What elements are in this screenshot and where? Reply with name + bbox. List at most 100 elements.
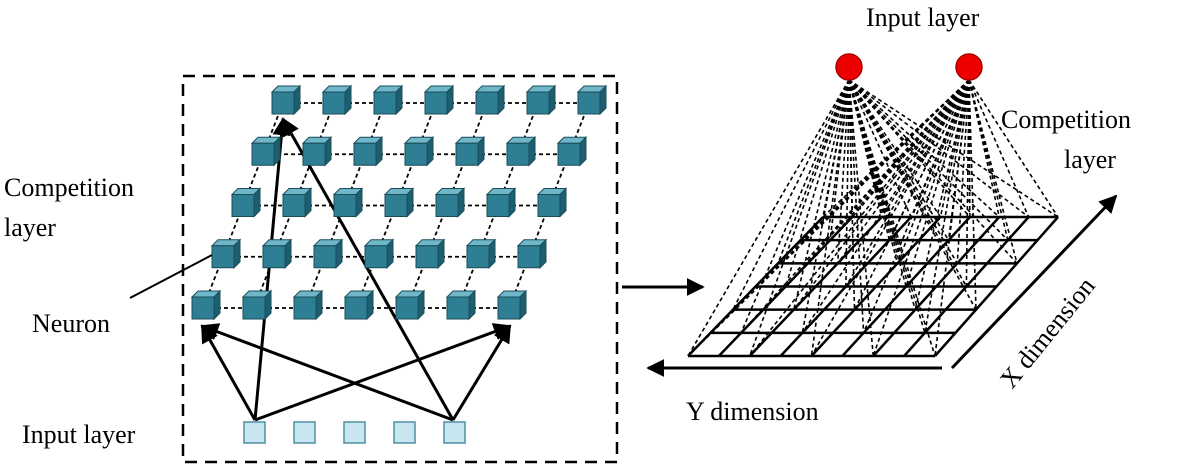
weight-link: [848, 79, 942, 218]
weight-link: [848, 79, 854, 218]
input-node: [443, 421, 466, 444]
neuron-cube: [190, 289, 222, 321]
x-dimension-arrow: [950, 194, 1118, 370]
neuron-cube: [485, 187, 517, 218]
neuron-cube: [474, 84, 506, 116]
input-node-red-2: [955, 53, 983, 81]
x-dimension-label: X dimension: [994, 272, 1101, 394]
input-arrow: [253, 117, 291, 421]
neuron-cube: [423, 84, 455, 116]
input-arrow: [451, 324, 512, 421]
dashed-connections: [687, 79, 1059, 357]
neuron-cube: [321, 84, 353, 116]
neuron-cube: [352, 136, 384, 167]
weight-link: [968, 79, 971, 218]
weight-link: [784, 79, 850, 287]
weight-link: [968, 79, 1018, 264]
input-layer-label-left: Input layer: [22, 420, 136, 449]
input-layer-label-right: Input layer: [866, 3, 980, 32]
weight-link: [934, 79, 970, 357]
weight-link: [801, 79, 850, 333]
neuron-cube: [372, 84, 404, 116]
neuron-cube: [230, 187, 262, 218]
weight-link: [848, 79, 1000, 218]
weight-link: [793, 79, 970, 311]
neuron-cube: [241, 289, 273, 321]
neuron-cube: [525, 84, 557, 116]
neuron-cube: [363, 238, 395, 269]
weight-link: [968, 79, 977, 310]
grid-col-line: [872, 216, 1001, 357]
grid-col-line: [810, 216, 942, 357]
weight-link: [968, 79, 1030, 218]
neuron-cube: [403, 136, 435, 167]
neuron-grid: [190, 84, 608, 321]
grid-col-line: [748, 216, 883, 357]
input-node-row: [243, 421, 466, 444]
neuron-cube: [332, 187, 364, 218]
input-arrow: [200, 323, 454, 422]
competition-layer-label-line2: layer: [4, 213, 56, 242]
weight-link: [848, 79, 968, 287]
weight-link: [848, 79, 1009, 241]
weight-link: [924, 79, 970, 333]
competition-layer-label-right-line1: Competition: [1001, 105, 1131, 134]
grid-col-line: [687, 216, 824, 357]
input-arrow: [254, 323, 512, 422]
grid-col-line: [934, 216, 1059, 357]
neuron-label: Neuron: [32, 309, 110, 338]
weight-link: [801, 79, 970, 334]
weight-link: [905, 79, 970, 287]
weight-link: [837, 79, 970, 264]
weight-link: [881, 79, 970, 218]
weight-link: [862, 79, 970, 334]
input-arrow: [200, 324, 257, 421]
weight-link: [848, 79, 1030, 218]
weight-link: [810, 79, 970, 357]
neuron-cube: [292, 289, 324, 321]
weight-link: [822, 79, 970, 218]
right-panel: Input layer Competition layer X dimensio…: [646, 3, 1131, 426]
input-to-neuron-arrows: [200, 117, 512, 422]
weight-link: [836, 79, 850, 264]
neuron-cube: [383, 187, 415, 218]
neuron-pointer-line: [129, 254, 213, 299]
neuron-cube: [505, 136, 537, 167]
input-node: [343, 421, 366, 444]
neuron-cube: [516, 238, 548, 269]
input-node: [243, 421, 266, 444]
neuron-cube: [281, 187, 313, 218]
neuron-cube: [210, 238, 242, 269]
neuron-cube: [496, 289, 528, 321]
left-panel: Competition layer Neuron Input layer: [4, 74, 619, 464]
neuron-cube: [465, 238, 497, 269]
neuron-cube: [250, 136, 282, 167]
competition-layer-label-line1: Competition: [4, 173, 134, 202]
weight-link: [749, 79, 970, 357]
weight-link: [956, 79, 970, 264]
weight-link: [853, 79, 970, 311]
input-node: [393, 421, 416, 444]
y-dimension-label: Y dimension: [686, 397, 819, 426]
input-arrow: [281, 117, 455, 421]
weight-link: [848, 79, 977, 311]
weight-link: [914, 79, 970, 310]
weight-link: [777, 79, 850, 264]
neuron-cube: [343, 289, 375, 321]
neuron-cube: [270, 84, 302, 116]
weight-link: [740, 79, 970, 334]
neuron-cube: [556, 136, 588, 167]
input-node-red-1: [835, 53, 863, 81]
neuron-cube: [312, 238, 344, 269]
neuron-cube: [394, 289, 426, 321]
competition-layer-label-right-line2: layer: [1064, 145, 1116, 174]
weight-link: [740, 79, 850, 334]
weight-link: [687, 79, 850, 357]
input-node: [293, 421, 316, 444]
neuron-cube: [536, 187, 568, 218]
neuron-cube: [414, 238, 446, 269]
neuron-cube: [434, 187, 466, 218]
neuron-cube: [445, 289, 477, 321]
weight-link: [968, 79, 1059, 218]
